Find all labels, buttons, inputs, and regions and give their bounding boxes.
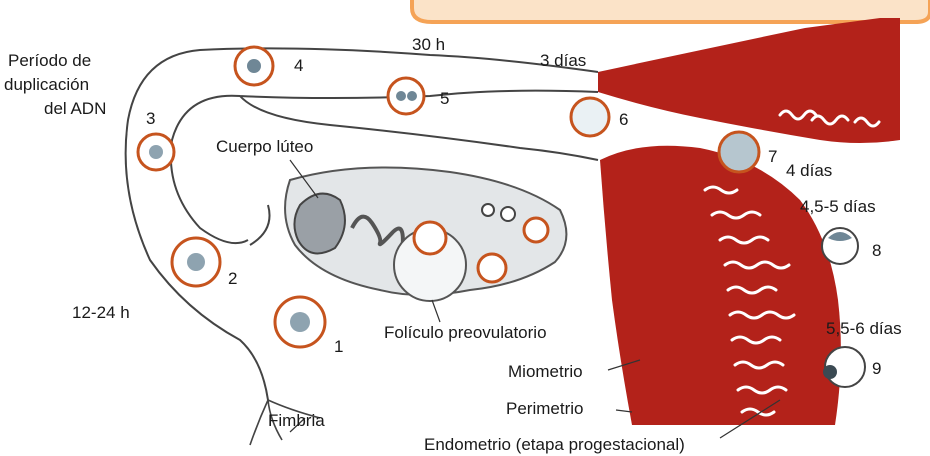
label-fimbria: Fimbria bbox=[268, 411, 325, 430]
label-periodo-3: del ADN bbox=[44, 99, 106, 118]
label-foliculo: Folículo preovulatorio bbox=[384, 323, 547, 342]
stage-1-cell-core bbox=[290, 312, 310, 332]
stage-2-cell-core bbox=[187, 253, 205, 271]
label-cuerpo-luteo: Cuerpo lúteo bbox=[216, 137, 313, 156]
label-4dias: 4 días bbox=[786, 161, 832, 180]
label-3dias: 3 días bbox=[540, 51, 586, 70]
label-periodo-1: Período de bbox=[8, 51, 91, 70]
label-30h: 30 h bbox=[412, 35, 445, 54]
stage-6-cell bbox=[571, 98, 609, 136]
stage-number-9: 9 bbox=[872, 359, 881, 378]
small-follicle bbox=[524, 218, 548, 242]
leader-foliculo bbox=[432, 300, 440, 322]
stage-7-cell bbox=[719, 132, 759, 172]
label-556dias: 5,5-6 días bbox=[826, 319, 902, 338]
label-miometrio: Miometrio bbox=[508, 362, 583, 381]
ovarian-ligament bbox=[250, 205, 270, 245]
label-periodo-2: duplicación bbox=[4, 75, 89, 94]
uterine-body bbox=[600, 146, 841, 425]
stage-number-6: 6 bbox=[619, 110, 628, 129]
small-follicle bbox=[478, 254, 506, 282]
corpus-luteum bbox=[294, 194, 345, 254]
stage-3-cell-core bbox=[149, 145, 163, 159]
label-1224h: 12-24 h bbox=[72, 303, 130, 322]
stage-number-3: 3 bbox=[146, 109, 155, 128]
stage-number-8: 8 bbox=[872, 241, 881, 260]
label-endometrio: Endometrio (etapa progestacional) bbox=[424, 435, 685, 454]
stage-oocyte-in-follicle bbox=[414, 222, 446, 254]
stage-number-7: 7 bbox=[768, 147, 777, 166]
stage-number-2: 2 bbox=[228, 269, 237, 288]
stage-number-5: 5 bbox=[440, 89, 449, 108]
stage-5-cell-core bbox=[407, 91, 417, 101]
stage-9-attachment bbox=[823, 365, 837, 379]
small-follicle bbox=[482, 204, 494, 216]
stage-5-cell-core bbox=[396, 91, 406, 101]
label-perimetrio: Perimetrio bbox=[506, 399, 583, 418]
small-follicle bbox=[501, 207, 515, 221]
uterine-horn-upper bbox=[598, 18, 900, 143]
top-banner bbox=[412, 0, 930, 22]
label-45dias: 4,5-5 días bbox=[800, 197, 876, 216]
stage-number-4: 4 bbox=[294, 56, 303, 75]
stage-4-cell-core bbox=[247, 59, 261, 73]
stage-number-1: 1 bbox=[334, 337, 343, 356]
